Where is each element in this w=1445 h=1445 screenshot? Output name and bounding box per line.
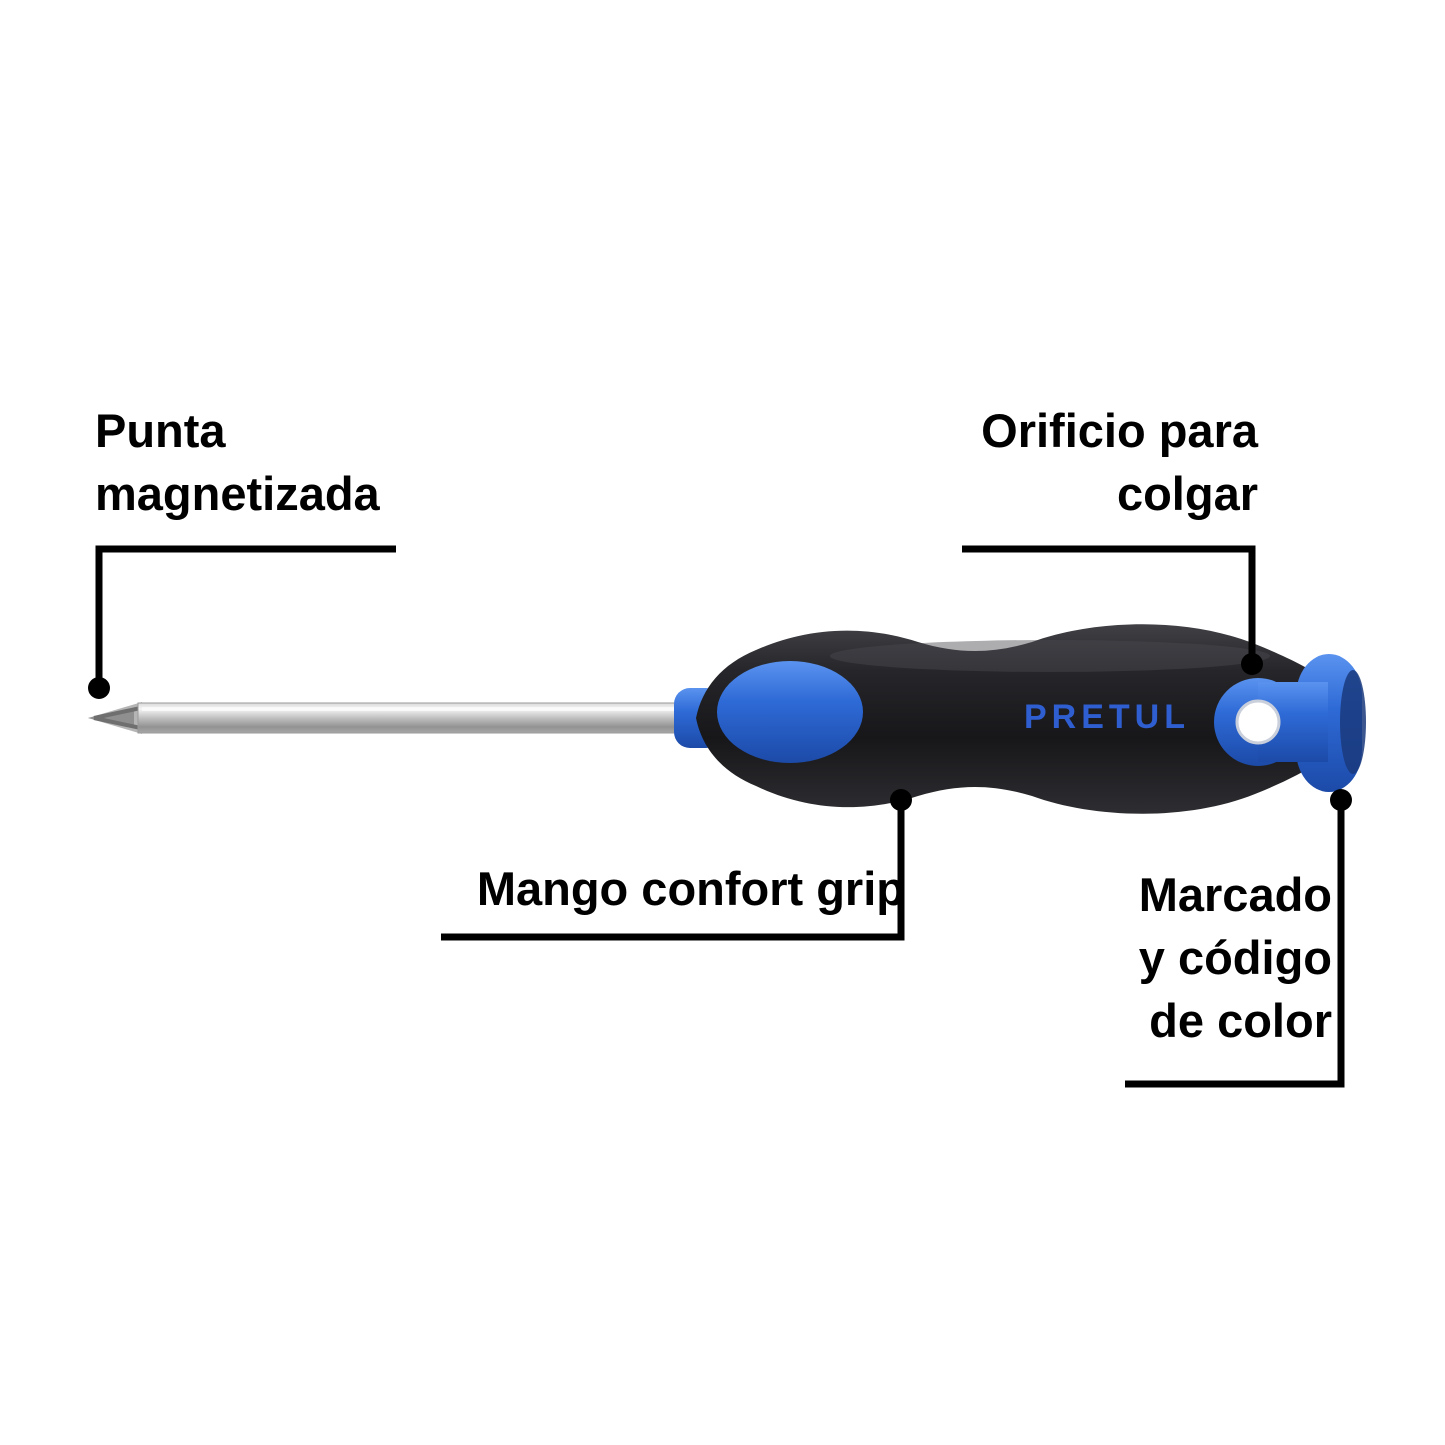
thumb-grip-pad [717,661,863,763]
callout-line-orificio [962,545,1256,659]
label-mango-confort-grip: Mango confort grip [477,857,905,920]
handle-body [696,624,1354,814]
callout-line-marcado [1125,803,1345,1088]
callout-dot-punta [88,677,110,699]
callout-dots [88,653,1352,811]
screwdriver [88,624,1366,814]
callout-line-punta [95,545,396,683]
brand-logo: PRETUL [1024,698,1190,736]
shaft-highlight [142,707,704,711]
label-line: y código [1138,931,1332,984]
callout-line-mango [441,803,905,941]
label-line: Mango confort grip [476,862,905,915]
callout-dot-mango [890,789,912,811]
label-line: colgar [1116,467,1258,520]
label-marcado-codigo-color: Marcado y código de color [1139,863,1332,1052]
end-cap-shadow [1340,670,1366,774]
callout-dot-marcado [1330,789,1352,811]
hanging-hole [1235,699,1281,745]
handle-sheen [830,640,1270,672]
label-line: Orificio para [981,404,1258,457]
callout-dot-orificio [1241,653,1263,675]
end-cap [1214,654,1366,792]
label-line: de color [1149,994,1332,1047]
label-orificio-para-colgar: Orificio para colgar [981,399,1258,525]
label-punta-magnetizada: Punta magnetizada [95,399,380,525]
callout-lines [95,545,1345,1088]
label-line: magnetizada [95,467,380,520]
label-line: Punta [95,404,226,457]
label-line: Marcado [1138,868,1332,921]
